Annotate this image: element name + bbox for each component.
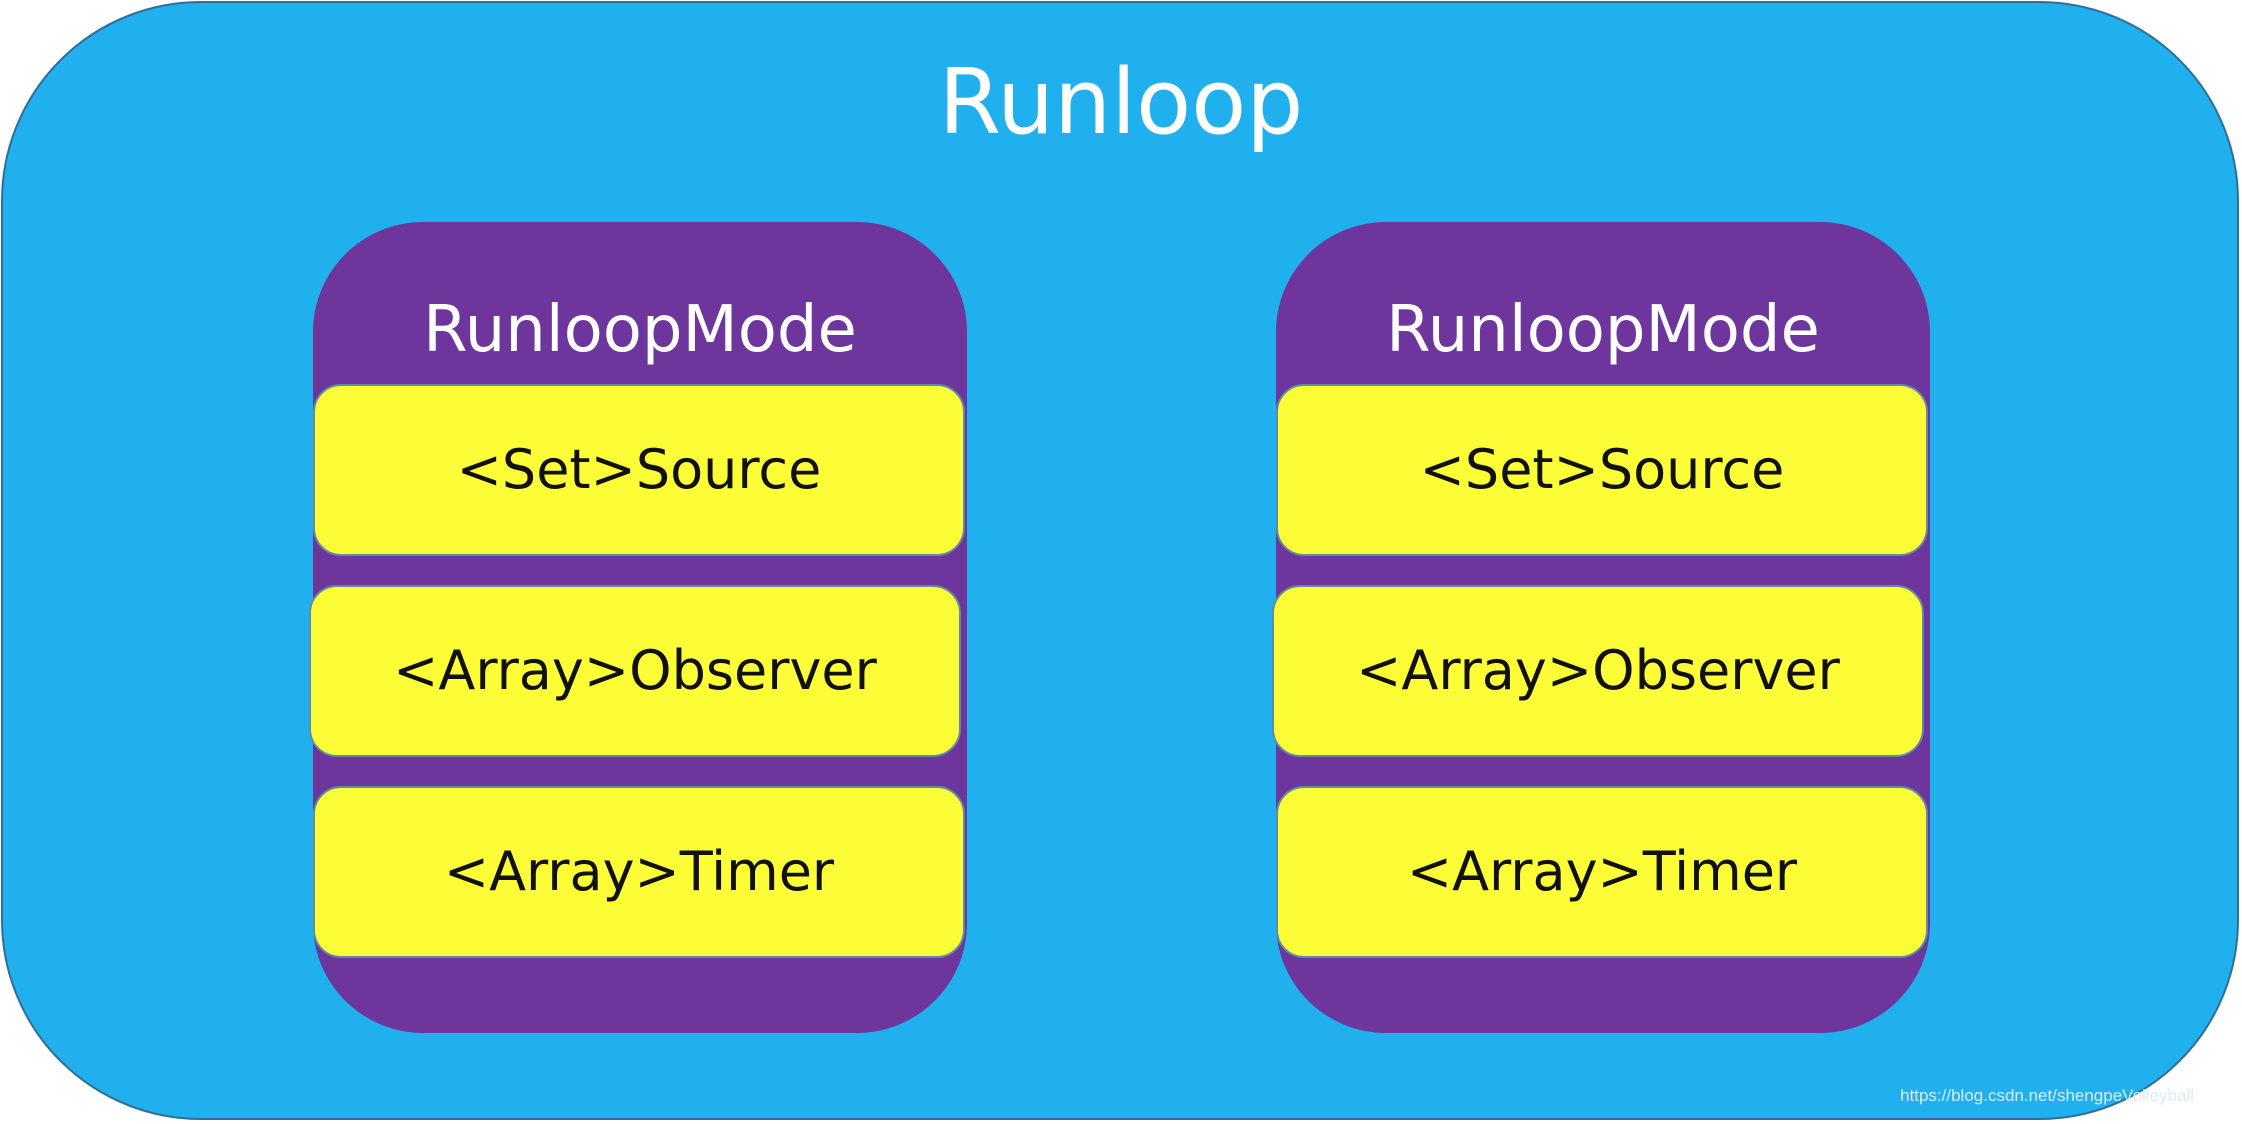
runloop-mode-right: RunloopMode <Set>Source <Array>Observer … — [1272, 222, 1930, 1033]
runloop-mode-title: RunloopMode — [1386, 293, 1820, 367]
timer-array-box: <Array>Timer — [1276, 786, 1928, 958]
observer-array-box: <Array>Observer — [1272, 585, 1924, 757]
observer-array-box: <Array>Observer — [309, 585, 961, 757]
watermark: https://blog.csdn.net/shengpeVolleyball — [1900, 1086, 2194, 1105]
runloop-mode-title: RunloopMode — [423, 293, 857, 367]
source-set-box: <Set>Source — [1276, 384, 1928, 556]
timer-array-box: <Array>Timer — [313, 786, 965, 958]
source-set-box: <Set>Source — [313, 384, 965, 556]
runloop-mode-left: RunloopMode <Set>Source <Array>Observer … — [309, 222, 967, 1033]
runloop-title: Runloop — [938, 50, 1304, 155]
